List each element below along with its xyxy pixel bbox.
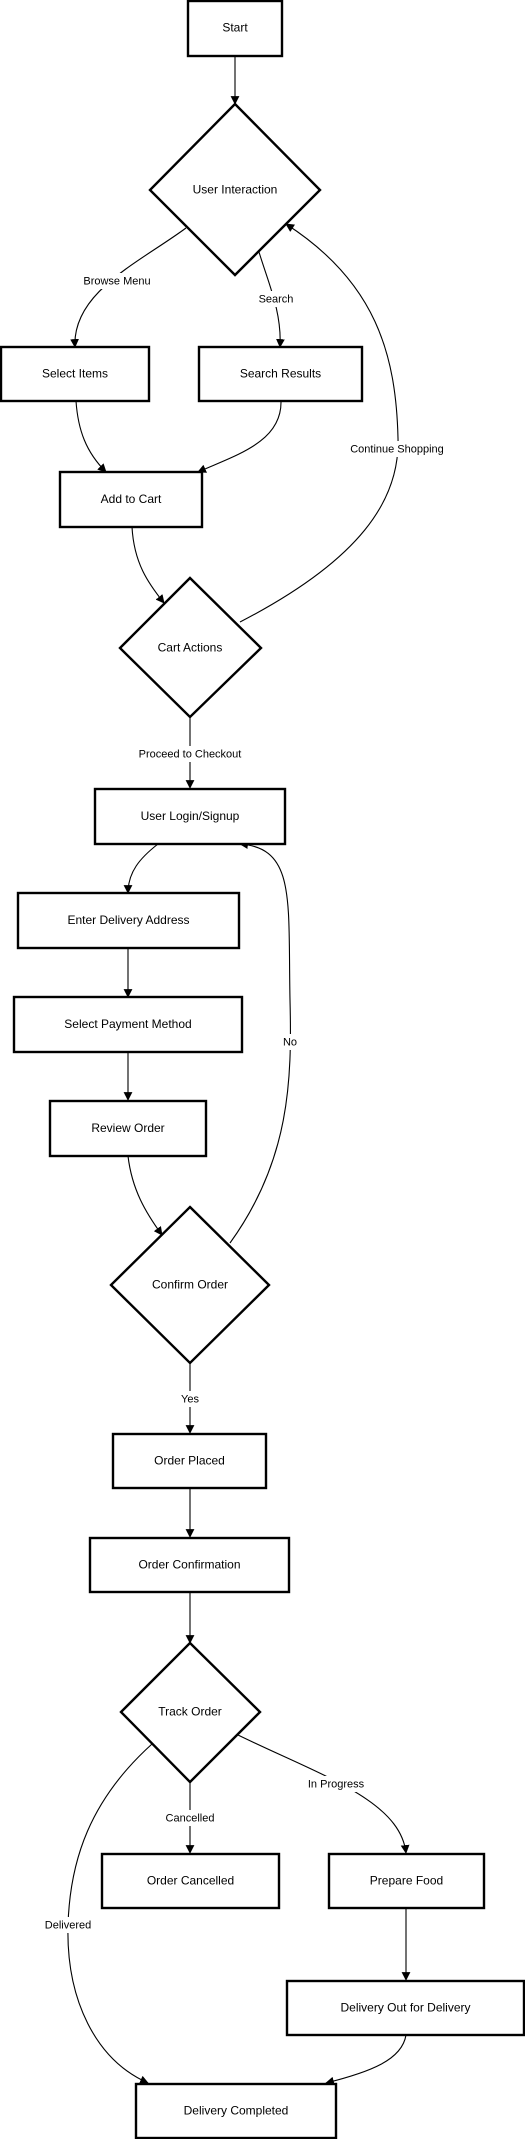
node-search-results: Search Results	[197, 345, 364, 403]
edge-label-no: No	[279, 1034, 301, 1050]
edge-label-cancelled: Cancelled	[162, 1810, 218, 1826]
node-order-confirmation: Order Confirmation	[88, 1536, 291, 1594]
node-user-interaction: User Interaction	[148, 102, 322, 277]
node-delivery-completed: Delivery Completed	[134, 2082, 338, 2139]
node-label-user-interaction: User Interaction	[193, 183, 278, 197]
node-review-order: Review Order	[48, 1099, 208, 1158]
edge-cart-actions-to-user-interaction	[239, 223, 399, 623]
edge-review-order-to-confirm-order	[127, 1155, 163, 1236]
edge-label-in-progress: In Progress	[304, 1776, 368, 1792]
node-label-delivery-completed: Delivery Completed	[184, 2104, 289, 2118]
edge-search-results-to-add-to-cart	[197, 400, 282, 473]
node-label-user-login: User Login/Signup	[141, 809, 240, 823]
edge-confirm-order-to-user-login	[229, 840, 292, 1244]
edge-label-search: Search	[255, 291, 297, 307]
node-prepare-food: Prepare Food	[327, 1852, 486, 1910]
node-select-items: Select Items	[0, 345, 151, 403]
node-enter-address: Enter Delivery Address	[16, 891, 241, 950]
edge-label-proceed-to-checkout: Proceed to Checkout	[134, 746, 246, 762]
node-track-order: Track Order	[119, 1641, 262, 1784]
node-label-start: Start	[222, 21, 248, 35]
edge-label-search-text: Search	[259, 293, 294, 305]
node-order-cancelled: Order Cancelled	[100, 1852, 281, 1910]
edge-label-delivered: Delivered	[40, 1917, 96, 1933]
node-label-order-placed: Order Placed	[154, 1454, 225, 1468]
node-delivery-out: Delivery Out for Delivery	[285, 1979, 525, 2037]
edge-label-yes-text: Yes	[181, 1393, 199, 1405]
edge-track-order-to-prepare-food	[237, 1734, 410, 1854]
node-confirm-order: Confirm Order	[109, 1205, 271, 1365]
node-user-login: User Login/Signup	[93, 787, 287, 846]
node-label-order-cancelled: Order Cancelled	[147, 1874, 234, 1888]
edge-label-browse-menu: Browse Menu	[80, 273, 154, 289]
node-label-cart-actions: Cart Actions	[158, 641, 223, 655]
edge-label-delivered-text: Delivered	[45, 1919, 91, 1931]
edge-label-continue-shopping-text: Continue Shopping	[350, 443, 444, 455]
edge-label-in-progress-text: In Progress	[308, 1778, 365, 1790]
node-label-enter-address: Enter Delivery Address	[67, 913, 189, 927]
edge-label-continue-shopping: Continue Shopping	[347, 441, 447, 457]
node-select-payment: Select Payment Method	[12, 995, 244, 1054]
edge-label-yes: Yes	[177, 1391, 203, 1407]
node-cart-actions: Cart Actions	[118, 576, 263, 719]
node-label-add-to-cart: Add to Cart	[101, 492, 162, 506]
node-label-confirm-order: Confirm Order	[152, 1278, 228, 1292]
node-label-search-results: Search Results	[240, 367, 321, 381]
edge-label-proceed-to-checkout-text: Proceed to Checkout	[139, 748, 242, 760]
node-label-delivery-out: Delivery Out for Delivery	[340, 2001, 470, 2015]
edge-user-login-to-enter-address	[123, 843, 159, 894]
node-label-review-order: Review Order	[91, 1121, 164, 1135]
edge-select-items-to-add-to-cart	[75, 400, 107, 473]
node-start: Start	[186, 0, 284, 58]
edge-delivery-out-to-delivery-completed	[325, 2034, 407, 2086]
node-label-select-payment: Select Payment Method	[64, 1017, 191, 1031]
node-add-to-cart: Add to Cart	[58, 470, 204, 529]
edge-add-to-cart-to-cart-actions	[131, 526, 165, 604]
node-order-placed: Order Placed	[111, 1432, 268, 1490]
node-label-prepare-food: Prepare Food	[370, 1874, 443, 1888]
node-label-order-confirmation: Order Confirmation	[138, 1558, 240, 1572]
node-label-select-items: Select Items	[42, 367, 108, 381]
edge-track-order-to-delivery-completed	[67, 1743, 153, 2084]
edge-label-no-text: No	[283, 1036, 297, 1048]
node-label-track-order: Track Order	[158, 1705, 222, 1719]
edge-label-browse-menu-text: Browse Menu	[83, 275, 150, 287]
edge-label-cancelled-text: Cancelled	[166, 1812, 215, 1824]
